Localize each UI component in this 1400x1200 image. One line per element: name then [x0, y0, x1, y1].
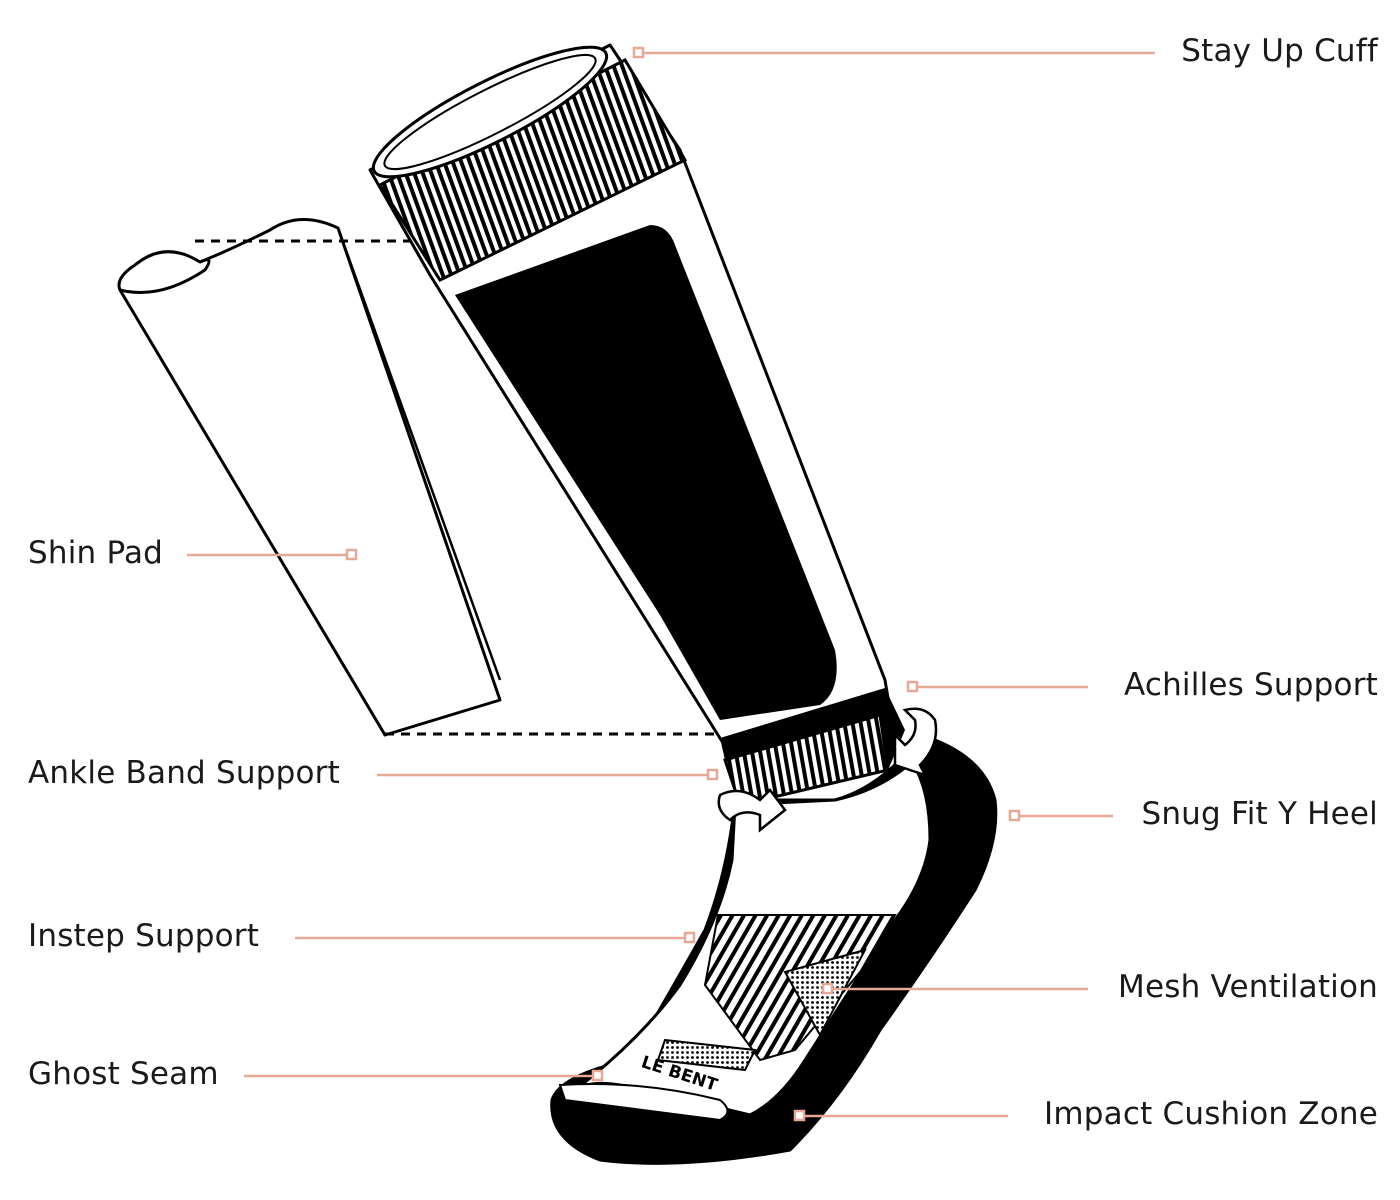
marker-stay-up-cuff: [632, 46, 645, 59]
label-ankle-band-support: Ankle Band Support: [28, 755, 340, 791]
label-stay-up-cuff: Stay Up Cuff: [1181, 33, 1378, 69]
label-achilles-support: Achilles Support: [1123, 667, 1378, 703]
label-instep-support: Instep Support: [28, 918, 260, 954]
marker-instep-support: [683, 931, 696, 944]
label-ghost-seam: Ghost Seam: [28, 1056, 219, 1092]
label-impact-cushion-zone: Impact Cushion Zone: [1044, 1096, 1378, 1132]
marker-achilles-support: [906, 680, 919, 693]
ankle-arrows: [717, 707, 938, 833]
marker-mesh-ventilation: [821, 982, 834, 995]
marker-snug-fit-y-heel: [1008, 809, 1021, 822]
foot-shape: LE BENT: [550, 738, 998, 1165]
label-shin-pad: Shin Pad: [28, 535, 164, 571]
label-snug-fit-y-heel: Snug Fit Y Heel: [1141, 796, 1378, 832]
label-mesh-ventilation: Mesh Ventilation: [1118, 969, 1378, 1005]
marker-ghost-seam: [591, 1069, 604, 1082]
marker-ankle-band-support: [706, 768, 719, 781]
shin-pad-shape: [117, 218, 502, 737]
marker-shin-pad: [345, 548, 358, 561]
leader-lines: [187, 46, 1155, 1122]
leg-tube-shape: [368, 43, 905, 807]
marker-impact-cushion-zone: [793, 1109, 806, 1122]
